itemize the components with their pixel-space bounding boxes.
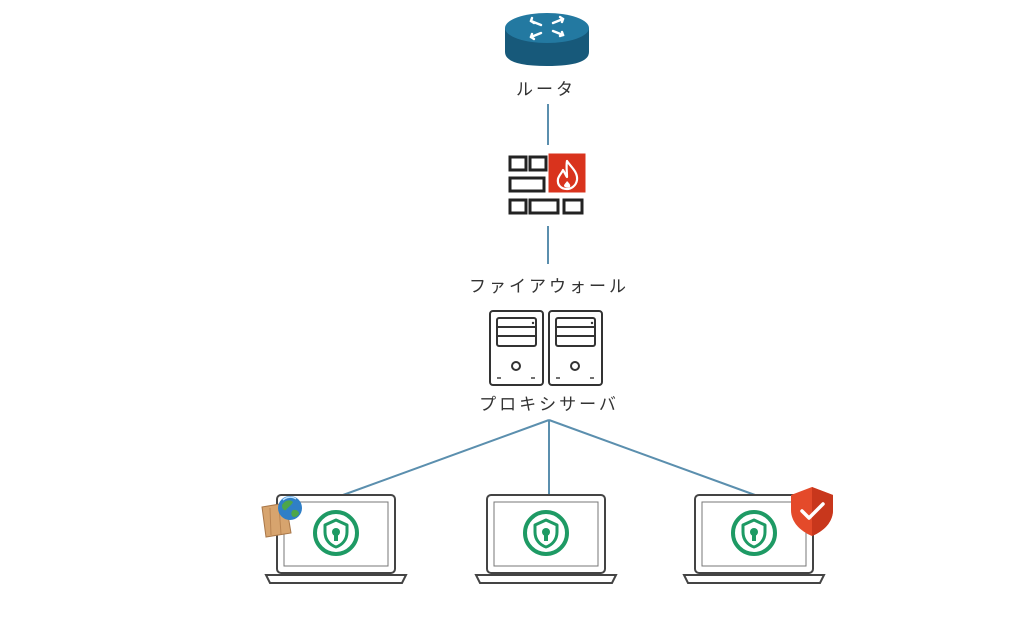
edge-proxy-laptop-3: [548, 419, 756, 496]
firewall-label: ファイアウォール: [469, 277, 629, 297]
proxy-server-icon: [489, 310, 603, 386]
laptop-2-icon: [474, 494, 618, 584]
laptop-3-icon: [682, 494, 826, 584]
laptop-1-shield-icon: [313, 510, 359, 556]
laptop-3-shield-icon: [731, 510, 777, 556]
router-icon: [505, 13, 589, 66]
router-label: ルータ: [516, 80, 576, 100]
laptop-1-icon: [264, 494, 408, 584]
firewall-icon: [508, 153, 586, 215]
shield-check-icon: [791, 487, 833, 536]
edge-proxy-laptop-1: [342, 419, 550, 496]
connectors: [342, 104, 756, 496]
package-globe-icon: [261, 496, 302, 538]
proxy-server-label: プロキシサーバ: [479, 395, 619, 415]
laptop-2-shield-icon: [523, 510, 569, 556]
